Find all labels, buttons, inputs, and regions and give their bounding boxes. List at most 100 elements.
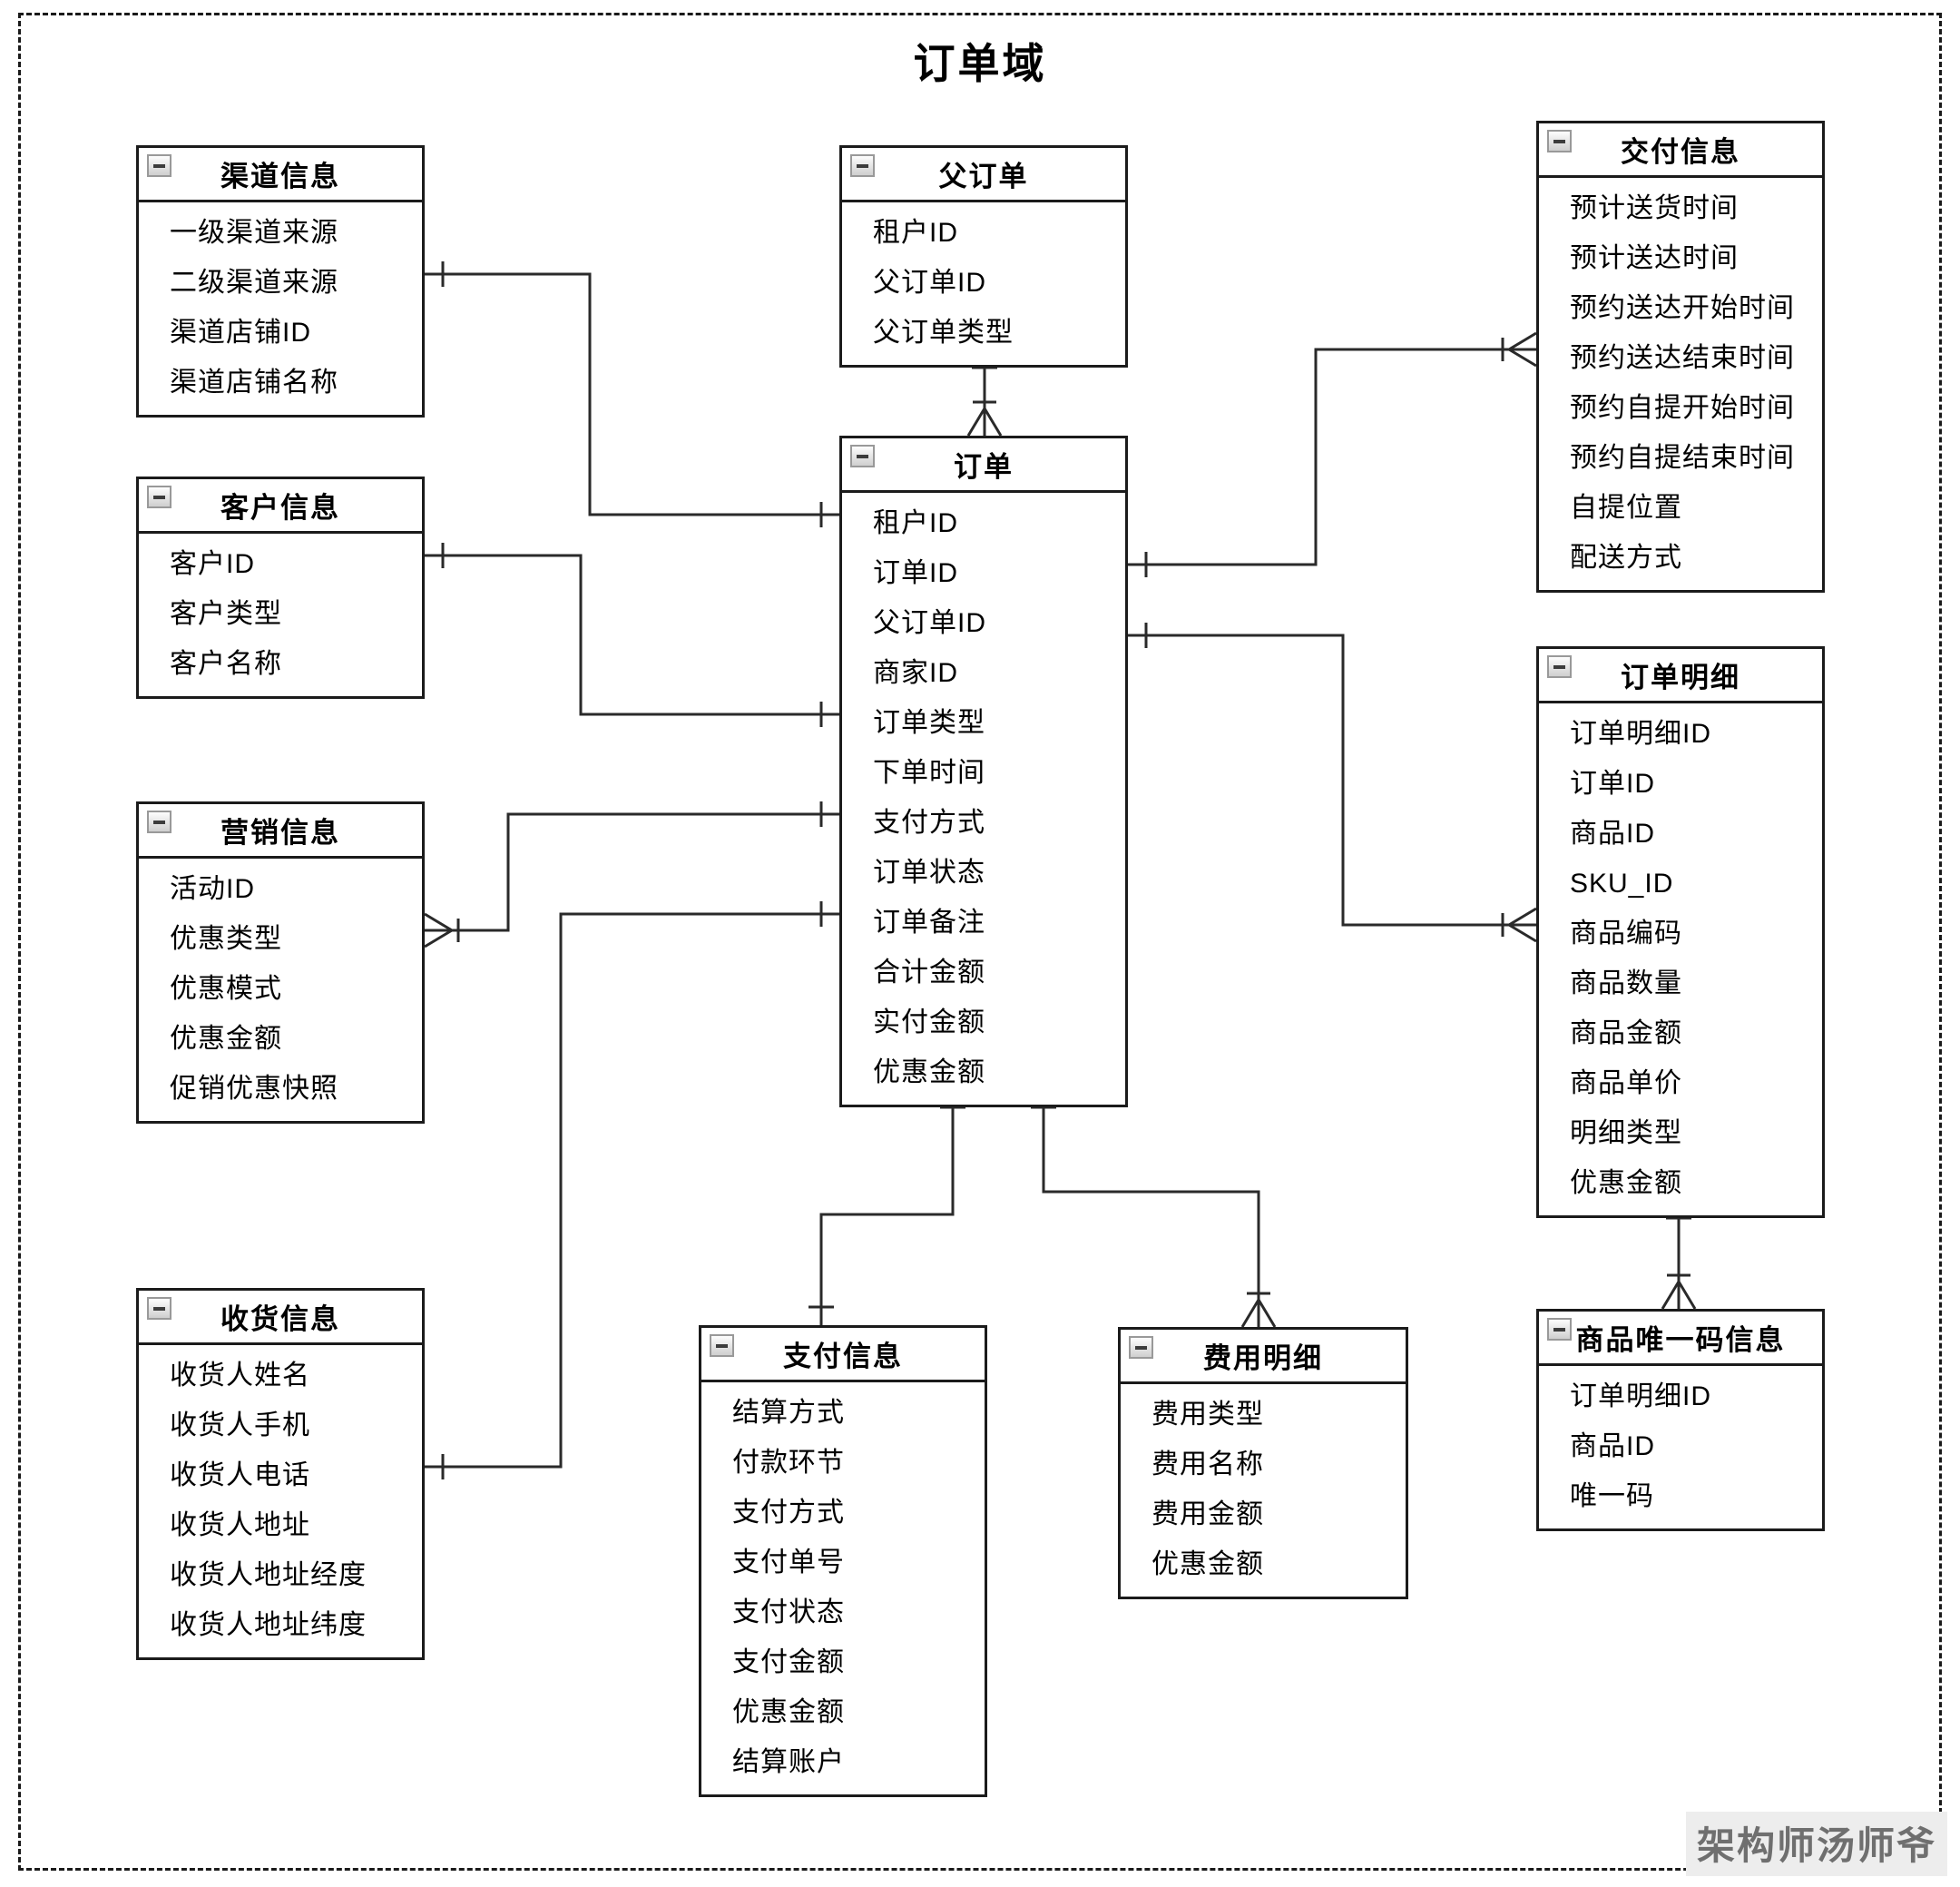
field-payment-5: 支付金额 <box>732 1647 845 1677</box>
field-detail-7: 商品单价 <box>1570 1068 1682 1098</box>
field-fee-2: 费用金额 <box>1152 1499 1264 1529</box>
entity-title-parent: 父订单 <box>938 161 1029 192</box>
field-marketing-3: 优惠金额 <box>170 1024 282 1054</box>
collapse-minus-icon[interactable] <box>850 445 875 467</box>
field-detail-0: 订单明细ID <box>1570 719 1711 749</box>
field-detail-8: 明细类型 <box>1570 1118 1682 1148</box>
relationship-order-delivery-crow-foot-marker <box>1508 348 1537 368</box>
field-order-1: 订单ID <box>873 558 958 588</box>
field-delivery-5: 预约自提结束时间 <box>1570 443 1795 473</box>
entity-title-delivery: 交付信息 <box>1621 136 1740 168</box>
field-channel-3: 渠道店铺名称 <box>170 368 338 398</box>
entity-shipping[interactable]: 收货信息收货人姓名收货人手机收货人电话收货人地址收货人地址经度收货人地址纬度 <box>136 1288 425 1660</box>
entity-header-parent: 父订单 <box>842 148 1125 202</box>
field-unique-0: 订单明细ID <box>1570 1381 1711 1411</box>
entity-header-customer: 客户信息 <box>139 479 422 534</box>
relationship-order-payment-line <box>819 1089 955 1325</box>
field-payment-6: 优惠金额 <box>732 1697 845 1727</box>
field-detail-3: SKU_ID <box>1570 869 1674 899</box>
relationship-customer-order-line <box>425 554 839 716</box>
collapse-minus-icon[interactable] <box>850 154 875 177</box>
collapse-minus-icon[interactable] <box>1547 130 1572 152</box>
page-title: 订单域 <box>913 40 1047 87</box>
entity-header-marketing: 营销信息 <box>139 804 422 859</box>
field-delivery-1: 预计送达时间 <box>1570 243 1739 273</box>
collapse-minus-icon[interactable] <box>147 154 172 177</box>
field-order-0: 租户ID <box>873 508 958 538</box>
entity-title-marketing: 营销信息 <box>220 817 340 849</box>
relationship-order-delivery-crow-foot-marker <box>1508 331 1537 351</box>
relationship-order-fee-crow-foot-marker <box>1240 1299 1260 1328</box>
field-customer-1: 客户类型 <box>170 599 282 629</box>
field-unique-2: 唯一码 <box>1570 1481 1654 1511</box>
field-detail-6: 商品金额 <box>1570 1018 1682 1048</box>
field-order-8: 订单备注 <box>873 908 985 938</box>
field-order-10: 实付金额 <box>873 1007 985 1037</box>
field-delivery-7: 配送方式 <box>1570 543 1682 573</box>
field-order-6: 支付方式 <box>873 808 985 838</box>
field-marketing-0: 活动ID <box>170 874 255 904</box>
entity-title-fee: 费用明细 <box>1203 1342 1323 1374</box>
entity-header-fee: 费用明细 <box>1121 1330 1406 1384</box>
collapse-minus-icon[interactable] <box>1547 1318 1572 1341</box>
field-shipping-5: 收货人地址纬度 <box>170 1610 367 1640</box>
entity-fields-unique: 订单明细ID 商品ID 唯一码 <box>1539 1366 1822 1528</box>
field-order-4: 订单类型 <box>873 708 985 738</box>
relationship-order-delivery-line <box>1128 348 1536 566</box>
entity-fields-fee: 费用类型费用名称费用金额优惠金额 <box>1121 1384 1406 1597</box>
field-parent-2: 父订单类型 <box>873 318 1014 348</box>
entity-payment[interactable]: 支付信息结算方式付款环节支付方式支付单号支付状态支付金额优惠金额结算账户 <box>699 1325 987 1797</box>
collapse-minus-icon[interactable] <box>147 486 172 508</box>
field-parent-1: 父订单ID <box>873 268 986 298</box>
collapse-minus-icon[interactable] <box>147 1297 172 1320</box>
relationship-detail-unique-crow-foot-marker <box>1677 1281 1697 1310</box>
entity-header-delivery: 交付信息 <box>1539 123 1822 178</box>
relationship-order-fee-line <box>1042 1089 1260 1327</box>
relationship-shipping-order-line <box>425 912 839 1469</box>
collapse-minus-icon[interactable] <box>710 1334 734 1357</box>
collapse-minus-icon[interactable] <box>1547 655 1572 678</box>
field-channel-2: 渠道店铺ID <box>170 318 311 348</box>
entity-header-detail: 订单明细 <box>1539 649 1822 703</box>
relationship-order-fee-crow-foot-marker <box>1257 1299 1277 1328</box>
relationship-parent-order-crow-foot-marker <box>966 408 986 437</box>
relationship-marketing-order-crow-foot-marker <box>424 912 453 932</box>
entity-title-unique: 商品唯一码信息 <box>1575 1324 1786 1356</box>
entity-delivery[interactable]: 交付信息预计送货时间预计送达时间预约送达开始时间预约送达结束时间预约自提开始时间… <box>1536 121 1825 593</box>
field-marketing-4: 促销优惠快照 <box>170 1074 338 1104</box>
entity-fields-delivery: 预计送货时间预计送达时间预约送达开始时间预约送达结束时间预约自提开始时间预约自提… <box>1539 178 1822 590</box>
relationship-order-detail-crow-foot-marker <box>1508 907 1537 927</box>
relationship-parent-order-crow-foot-marker <box>983 408 1003 437</box>
relationship-order-detail-line <box>1128 634 1536 927</box>
field-payment-1: 付款环节 <box>732 1448 845 1478</box>
field-shipping-0: 收货人姓名 <box>170 1361 310 1391</box>
entity-header-channel: 渠道信息 <box>139 148 422 202</box>
collapse-minus-icon[interactable] <box>147 811 172 833</box>
field-delivery-3: 预约送达结束时间 <box>1570 343 1795 373</box>
field-fee-1: 费用名称 <box>1152 1450 1264 1479</box>
entity-title-payment: 支付信息 <box>783 1341 903 1372</box>
field-payment-3: 支付单号 <box>732 1548 845 1577</box>
entity-header-shipping: 收货信息 <box>139 1291 422 1345</box>
entity-unique[interactable]: 商品唯一码信息订单明细ID 商品ID 唯一码 <box>1536 1309 1825 1531</box>
field-order-11: 优惠金额 <box>873 1057 985 1087</box>
field-channel-0: 一级渠道来源 <box>170 218 338 248</box>
field-unique-1: 商品ID <box>1570 1431 1655 1461</box>
collapse-minus-icon[interactable] <box>1129 1336 1153 1359</box>
entity-title-shipping: 收货信息 <box>220 1303 340 1335</box>
relationship-marketing-order-line <box>425 812 839 932</box>
entity-fields-shipping: 收货人姓名收货人手机收货人电话收货人地址收货人地址经度收货人地址纬度 <box>139 1345 422 1657</box>
entity-fee[interactable]: 费用明细费用类型费用名称费用金额优惠金额 <box>1118 1327 1408 1599</box>
